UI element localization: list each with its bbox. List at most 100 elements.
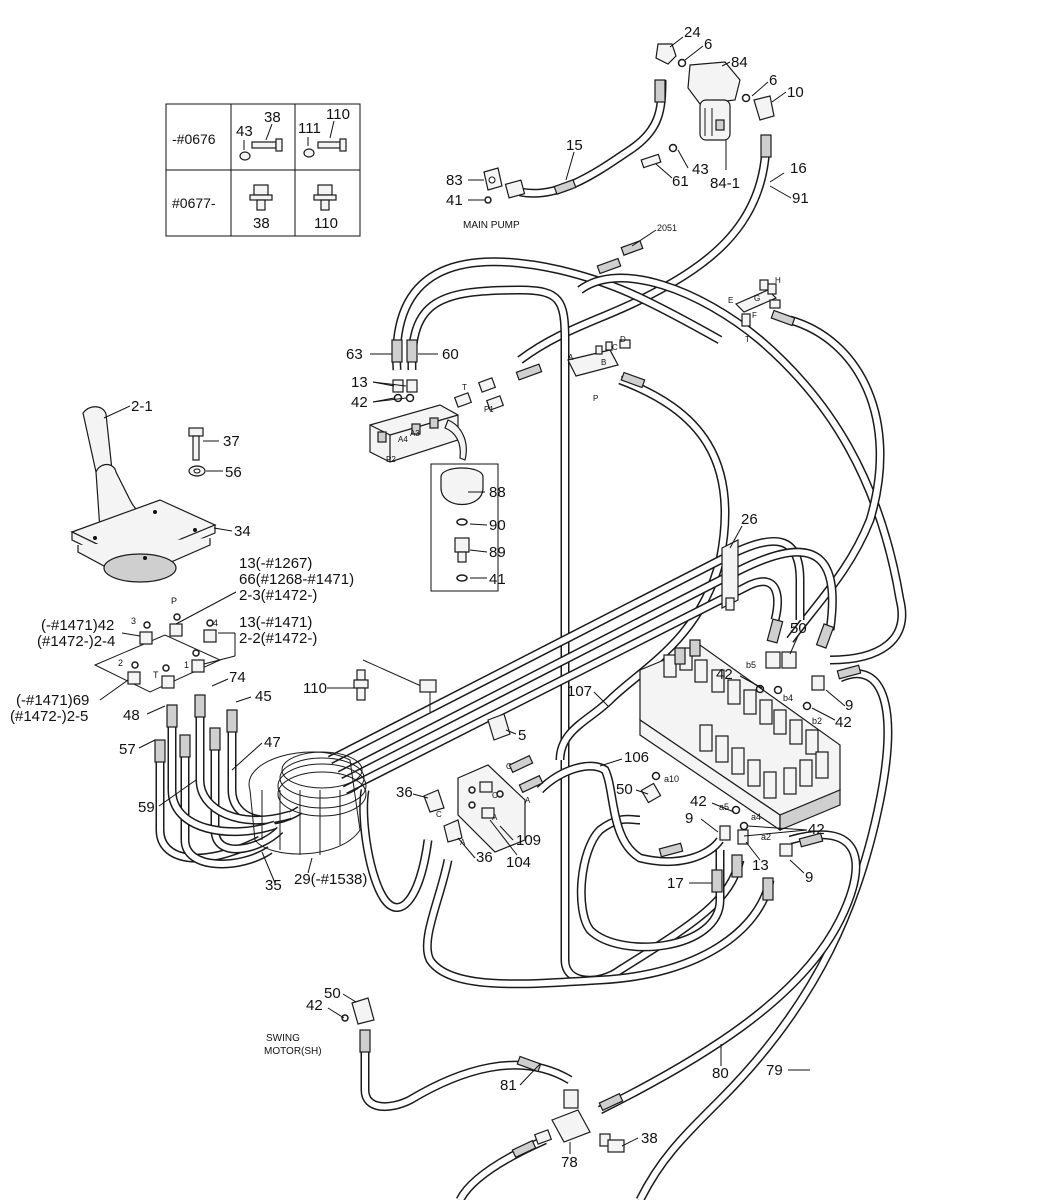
callout-17: 17 <box>667 875 684 892</box>
table-r2c2-part: 38 <box>253 215 270 232</box>
callout-107: 107 <box>567 683 592 700</box>
swing-motor-note-line1: SWING <box>266 1033 300 1044</box>
callout-10: 10 <box>787 84 804 101</box>
table-r1c3-part-a: 110 <box>326 106 350 123</box>
port-mark-p1: P1 <box>484 405 494 414</box>
callout-42: 42 <box>351 394 368 411</box>
callout-option-5: 2-2(#1472-) <box>239 630 317 647</box>
table-r1c2-part-b: 43 <box>236 123 253 140</box>
callout-29: 29(-#1538) <box>294 871 367 888</box>
callout-42: 42 <box>716 666 733 683</box>
table-r1c2-part-a: 38 <box>264 109 281 126</box>
port-mark-e: E <box>728 296 733 305</box>
port-mark-1: 1 <box>184 660 189 670</box>
callout-9: 9 <box>845 697 853 714</box>
fitting-110 <box>353 659 437 712</box>
callout-option-4: 13(-#1471) <box>239 614 312 631</box>
port-mark-c: C <box>612 343 618 352</box>
port-mark-b2: b2 <box>812 716 822 726</box>
callout-56: 56 <box>225 464 242 481</box>
port-mark-a4: A4 <box>398 435 408 444</box>
port-mark-t: T <box>745 335 750 344</box>
callout-104: 104 <box>506 854 531 871</box>
callout-41: 41 <box>446 192 463 209</box>
port-mark-c: C <box>492 791 498 800</box>
port-mark-c: C <box>436 810 442 819</box>
swing-motor-note-line2: MOTOR(SH) <box>264 1046 322 1057</box>
tee-fitting-78 <box>533 1089 625 1153</box>
hose-routes <box>155 79 907 1200</box>
callout-option-2: 66(#1268-#1471) <box>239 571 354 588</box>
variant-table: -#0676 #0677- 38 43 110 111 <box>165 103 361 237</box>
callout-41: 41 <box>489 571 506 588</box>
table-washer-icon <box>303 148 315 158</box>
port-mark-p: P <box>593 394 598 403</box>
table-bolt-icon <box>251 138 283 152</box>
port-mark-p: P <box>171 596 177 606</box>
leader-lines <box>99 36 846 1154</box>
callout-60: 60 <box>442 346 459 363</box>
valve-spool-caps <box>663 639 829 799</box>
table-r2c3-part: 110 <box>314 215 338 232</box>
bracket-5 <box>487 713 511 741</box>
callout-42: 42 <box>835 714 852 731</box>
callout-59: 59 <box>138 799 155 816</box>
callout-13: 13 <box>752 857 769 874</box>
callout-81: 81 <box>500 1077 517 1094</box>
callout-42: 42 <box>808 821 825 838</box>
callout-42: 42 <box>690 793 707 810</box>
port-mark-a: A <box>460 838 466 847</box>
callout-34: 34 <box>234 523 251 540</box>
swing-motor-fitting <box>341 997 375 1025</box>
port-mark-a: A <box>568 353 574 362</box>
callout-78: 78 <box>561 1154 578 1171</box>
callout-47: 47 <box>264 734 281 751</box>
tee-fitting-efgh <box>734 279 781 327</box>
port-mark-b5: b5 <box>746 660 756 670</box>
callout-84-1: 84-1 <box>710 175 740 192</box>
table-r1c3-part-b: 111 <box>298 120 321 137</box>
part-callouts: 24 6 84 6 10 15 43 61 84-1 16 91 83 41 M… <box>10 24 853 1171</box>
table-serial-row2: #0677- <box>172 195 216 211</box>
callout-9: 9 <box>805 869 813 886</box>
port-markings: P 3 4 2 T 1 P2 A4 A3 T P1 A B C D P E G … <box>118 276 822 847</box>
fitting-2051 <box>620 240 644 256</box>
port-mark-4: 4 <box>213 618 218 628</box>
callout-37: 37 <box>223 433 240 450</box>
main-control-valve <box>639 639 841 857</box>
callout-42: 42 <box>306 997 323 1014</box>
callout-2-1: 2-1 <box>131 398 153 415</box>
callout-6: 6 <box>769 72 777 89</box>
callout-24: 24 <box>684 24 701 41</box>
callout-9: 9 <box>685 810 693 827</box>
callout-50: 50 <box>790 620 807 637</box>
callout-45: 45 <box>255 688 272 705</box>
table-bolt-icon <box>317 138 347 152</box>
callout-38: 38 <box>641 1130 658 1147</box>
table-washer-icon <box>239 151 251 161</box>
callout-13: 13 <box>351 374 368 391</box>
table-serial-row1: -#0676 <box>172 131 216 147</box>
callout-63: 63 <box>346 346 363 363</box>
port-mark-a5: a5 <box>719 802 729 812</box>
callout-43: 43 <box>692 161 709 178</box>
table-flange-bolt-icon <box>249 184 273 211</box>
callout-57: 57 <box>119 741 136 758</box>
callout-50: 50 <box>324 985 341 1002</box>
callout-option-7: (#1472-)2-4 <box>37 633 115 650</box>
table-flange-bolt-icon <box>313 184 337 211</box>
port-mark-3: 3 <box>131 616 136 626</box>
callout-48: 48 <box>123 707 140 724</box>
port-mark-b: B <box>601 358 606 367</box>
callout-110: 110 <box>303 680 327 697</box>
protective-sleeve-bundle <box>248 751 367 855</box>
callout-option-8: (-#1471)69 <box>16 692 89 709</box>
port-mark-a2: a2 <box>761 832 771 842</box>
callout-89: 89 <box>489 544 506 561</box>
port-mark-a: A <box>492 813 498 822</box>
callout-36: 36 <box>476 849 493 866</box>
callout-26: 26 <box>741 511 758 528</box>
port-mark-h: H <box>775 276 781 285</box>
callout-74: 74 <box>229 669 246 686</box>
